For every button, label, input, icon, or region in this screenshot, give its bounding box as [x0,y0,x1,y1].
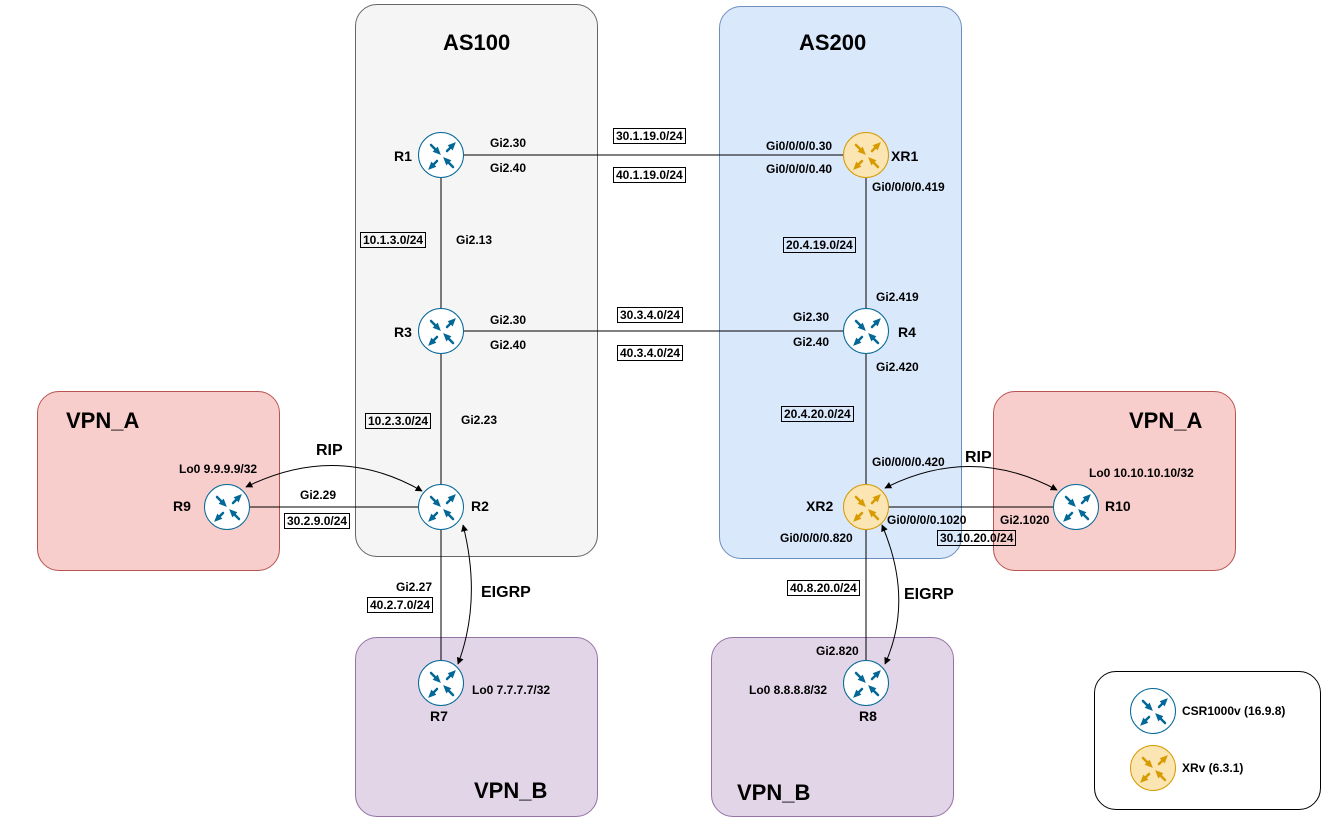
router-xr1-label: XR1 [891,148,919,164]
router-r4-label: R4 [898,324,916,340]
rip-right-label: RIP [965,449,992,466]
vpn-a-right-zone [993,391,1236,571]
router-r7-icon [418,660,464,706]
router-r3-icon [418,308,464,354]
subnet-label: 40.1.19.0/24 [613,167,686,183]
router-r1-label: R1 [394,148,412,164]
subnet-label: 20.4.20.0/24 [781,406,854,422]
eigrp-left-arrow [456,524,472,665]
interface-label: Gi2.13 [456,233,493,247]
interface-label: Gi0/0/0/0.40 [766,162,833,176]
interface-label: Gi0/0/0/0.820 [780,531,853,545]
router-r8-icon [843,660,889,706]
vpn-b-right-title: VPN_B [737,780,811,805]
legend-xrv-label: XRv (6.3.1) [1182,761,1244,775]
legend-csr-label: CSR1000v (16.9.8) [1182,704,1286,718]
interface-label: Gi2.420 [876,360,919,374]
loopback-label: Lo0 8.8.8.8/32 [749,683,828,697]
router-r3-label: R3 [394,324,412,340]
eigrp-right-arrow [881,524,900,665]
rip-left-label: RIP [316,442,343,459]
subnet-label: 40.8.20.0/24 [787,580,860,596]
subnet-label: 20.4.19.0/24 [783,237,856,253]
interface-label: Gi0/0/0/0.30 [766,139,833,153]
interface-label: Gi2.40 [793,335,830,349]
eigrp-left-label: EIGRP [481,584,531,601]
interface-label: Gi2.40 [490,161,527,175]
as100-title: AS100 [443,30,511,55]
router-r4-icon [843,308,889,354]
interface-label: Gi2.29 [300,488,337,502]
vpn-a-left-title: VPN_A [66,408,140,433]
router-xr2-label: XR2 [806,498,834,514]
interface-label: Gi2.23 [461,413,498,427]
router-r9-label: R9 [173,498,191,514]
as200-zone [719,6,962,559]
interface-label: Gi2.40 [490,338,527,352]
interface-label: Gi2.27 [396,580,433,594]
router-r2-icon [418,484,464,530]
subnet-label: 10.2.3.0/24 [365,413,432,429]
loopback-label: Lo0 7.7.7.7/32 [472,683,551,697]
router-r10-label: R10 [1105,498,1131,514]
legend-box [1094,671,1321,810]
legend-csr-icon [1130,688,1176,734]
interface-label: Gi0/0/0/0.419 [872,180,945,194]
router-r10-icon [1053,484,1099,530]
router-xr1-icon [843,132,889,178]
vpn-a-left-zone [37,391,280,571]
router-r2-label: R2 [471,498,489,514]
interface-label: Gi2.820 [816,644,859,658]
router-xr2-icon [843,484,889,530]
vpn-b-right-zone [711,637,954,817]
interface-label: Gi2.30 [490,136,527,150]
subnet-label: 40.2.7.0/24 [367,597,434,613]
interface-label: Gi2.30 [490,313,527,327]
subnet-label: 10.1.3.0/24 [360,232,427,248]
router-r1-icon [418,132,464,178]
router-r8-label: R8 [859,708,877,724]
loopback-label: Lo0 10.10.10.10/32 [1089,466,1194,480]
vpn-b-left-zone [355,637,598,817]
subnet-label: 30.10.20.0/24 [937,530,1017,546]
subnet-label: 30.3.4.0/24 [617,307,684,323]
as200-title: AS200 [799,30,867,55]
interface-label: Gi2.419 [876,290,919,304]
eigrp-right-label: EIGRP [904,586,954,603]
subnet-label: 40.3.4.0/24 [617,345,684,361]
subnet-label: 30.1.19.0/24 [613,128,686,144]
vpn-b-left-title: VPN_B [474,778,548,803]
subnet-label: 30.2.9.0/24 [284,513,351,529]
interface-label: Gi2.30 [793,310,830,324]
router-r7-label: R7 [430,708,448,724]
interface-label: Gi0/0/0/0.420 [872,455,945,469]
legend-xrv-icon [1130,745,1176,791]
rip-right-arrow [884,466,1058,491]
loopback-label: Lo0 9.9.9.9/32 [179,462,258,476]
as100-zone [355,4,598,557]
interface-label: Gi0/0/0/0.1020 [887,513,967,527]
vpn-a-right-title: VPN_A [1129,408,1203,433]
router-r9-icon [204,484,250,530]
rip-left-arrow [245,465,423,492]
interface-label: Gi2.1020 [1000,513,1050,527]
